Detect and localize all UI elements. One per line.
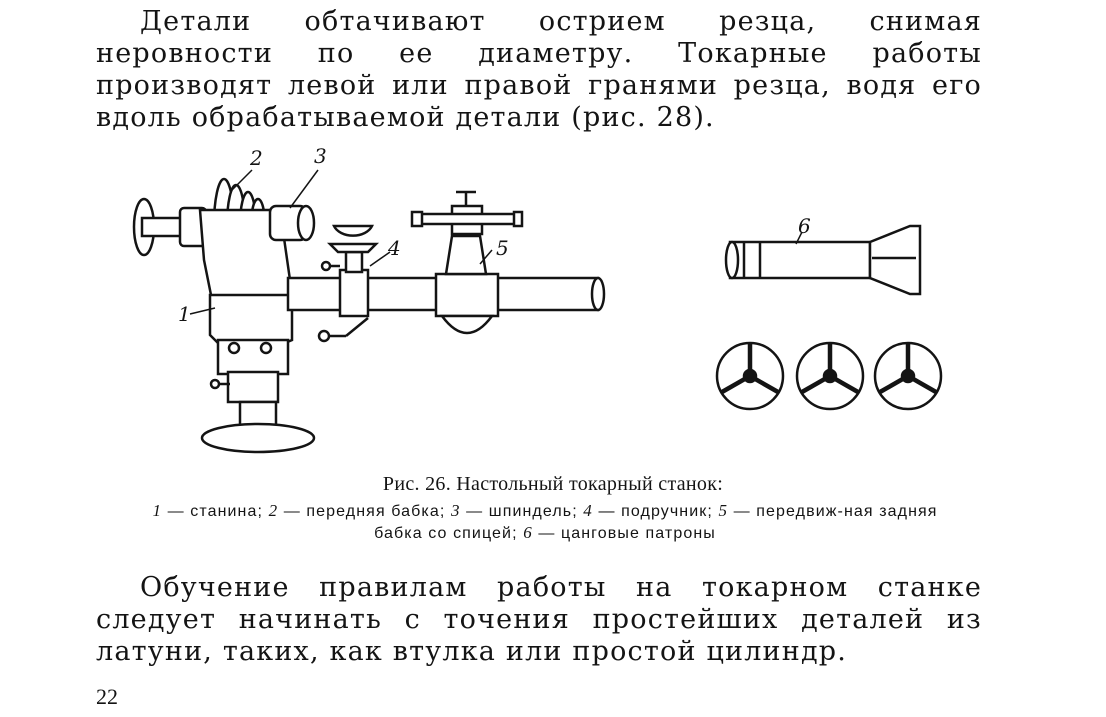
legend-num-4: 4 [583,501,593,520]
legend-item-3: 3 — шпиндель; [450,501,578,520]
legend-item-5: 5 — передвиж-ная задняя бабка со спицей; [374,501,938,542]
part-label-4: 4 [388,236,401,260]
lathe-illustration [132,169,943,454]
figure-caption-title: Рис. 26. Настольный токарный станок: [382,473,724,495]
body-paragraph-2: Обучение правилам работы на токарном ста… [96,572,982,667]
figure-caption-legend: 1 — станина; 2 — передняя бабка; 3 — шпи… [130,500,960,544]
legend-text-2: — передняя бабка; [283,503,446,520]
part-label-5: 5 [496,236,509,260]
body-paragraph-1: Детали обтачивают острием резца, снимая … [96,6,982,133]
legend-num-5: 5 [718,501,729,520]
legend-text-5: — передвиж-ная задняя бабка со спицей; [374,503,938,542]
legend-text-4: — подручник; [598,503,713,520]
legend-item-4: 4 — подручник; [583,501,713,520]
legend-num-3: 3 [450,501,461,520]
part-label-3: 3 [314,144,327,168]
legend-num-1: 1 [152,501,163,520]
legend-item-6: 6 — цанговые патроны [523,523,716,542]
legend-item-1: 1 — станина; [152,501,264,520]
legend-num-6: 6 [523,523,533,542]
legend-text-1: — станина; [167,503,264,520]
legend-item-2: 2 — передняя бабка; [268,501,446,520]
legend-text-6: — цанговые патроны [538,525,716,542]
legend-text-3: — шпиндель; [466,503,578,520]
part-label-6: 6 [798,214,811,238]
legend-num-2: 2 [268,501,279,520]
page-number: 22 [96,684,118,709]
part-label-1: 1 [178,302,191,326]
part-label-2: 2 [250,146,263,170]
lathe-figure: 1 2 3 4 5 6 [120,140,960,470]
